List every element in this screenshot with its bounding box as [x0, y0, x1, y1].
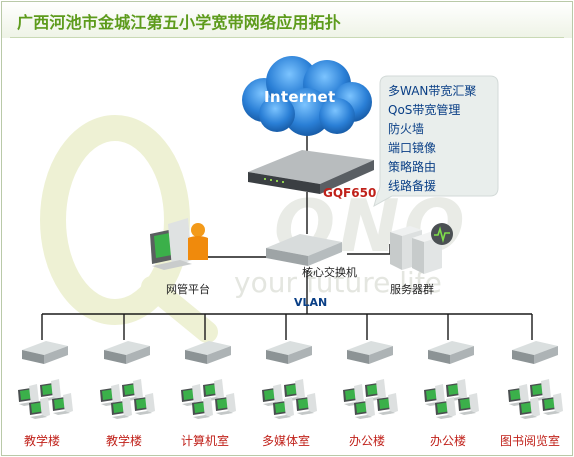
- room-label: 计算机室: [180, 434, 229, 448]
- pc-icon: [343, 384, 364, 406]
- pc-icon: [18, 384, 39, 406]
- feature-item: 策略路由: [388, 160, 437, 174]
- admin-platform-label: 网管平台: [166, 283, 210, 296]
- pc-icon: [542, 393, 563, 415]
- pc-icon: [354, 397, 375, 419]
- feature-item: 多WAN带宽汇聚: [388, 84, 477, 98]
- title-bar: 广西河池市金城江第五小学宽带网络应用拓扑: [2, 2, 572, 38]
- pc-icon: [29, 397, 50, 419]
- room-label: 办公楼: [429, 434, 466, 448]
- room-label: 图书阅览室: [499, 434, 560, 448]
- pc-icon: [377, 393, 398, 415]
- access-switch-icon: [22, 341, 68, 364]
- room-label: 教学楼: [23, 434, 60, 448]
- pc-icon: [122, 379, 143, 401]
- pc-icon: [446, 379, 467, 401]
- access-switch-icon: [104, 341, 150, 364]
- pc-cluster: [262, 379, 317, 419]
- feature-item: QoS带宽管理: [388, 103, 461, 117]
- vlan-label: VLAN: [294, 296, 328, 309]
- title-divider: [10, 37, 564, 38]
- router-label: GQF650: [323, 186, 377, 200]
- pc-cluster: [100, 379, 155, 419]
- pc-icon: [273, 397, 294, 419]
- pc-icon: [52, 393, 73, 415]
- internet-label: Internet: [264, 88, 336, 106]
- pc-icon: [365, 379, 386, 401]
- pc-icon: [100, 384, 121, 406]
- pc-icon: [203, 379, 224, 401]
- pc-icon: [111, 397, 132, 419]
- pc-icon: [519, 397, 540, 419]
- room-label: 教学楼: [105, 434, 142, 448]
- watermark-text: your future life: [234, 266, 442, 299]
- core-switch-label: 核心交换机: [302, 266, 357, 279]
- access-switch-icon: [512, 341, 558, 364]
- pc-icon: [530, 379, 551, 401]
- pc-icon: [40, 379, 61, 401]
- room-label: 多媒体室: [261, 434, 310, 448]
- pc-icon: [181, 384, 202, 406]
- pc-icon: [134, 393, 155, 415]
- pc-icon: [458, 393, 479, 415]
- room-label: 办公楼: [348, 434, 385, 448]
- pc-icon: [215, 393, 236, 415]
- pc-cluster: [424, 379, 479, 419]
- pc-cluster: [181, 379, 236, 419]
- access-switch-icon: [428, 341, 474, 364]
- pc-icon: [284, 379, 305, 401]
- pc-icon: [435, 397, 456, 419]
- feature-item: 防火墙: [388, 122, 425, 136]
- server-group-label: 服务器群: [390, 283, 434, 296]
- access-switch-icon: [347, 341, 393, 364]
- access-switch-icon: [185, 341, 231, 364]
- pc-cluster: [18, 379, 73, 419]
- pc-icon: [192, 397, 213, 419]
- feature-item: 端口镜像: [388, 141, 437, 155]
- pc-cluster: [343, 379, 398, 419]
- page-title: 广西河池市金城江第五小学宽带网络应用拓扑: [17, 13, 342, 32]
- pc-cluster: [508, 379, 563, 419]
- access-switch-icon: [266, 341, 312, 364]
- pc-icon: [296, 393, 317, 415]
- feature-item: 线路备援: [388, 179, 437, 193]
